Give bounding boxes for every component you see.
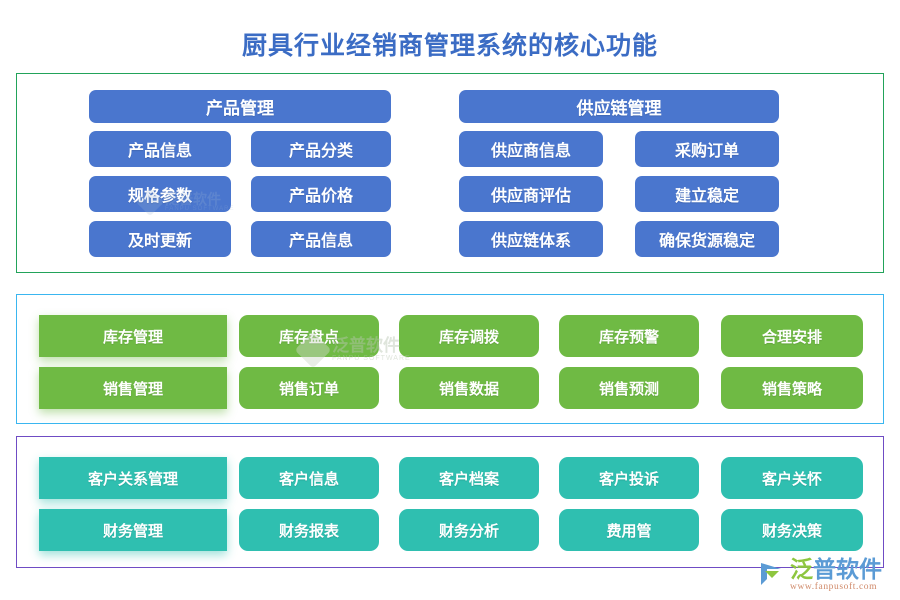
brand-logo: 泛普软件 www.fanpusoft.com [755, 557, 882, 592]
brand-name-first-char: 泛 [790, 555, 813, 582]
item-spec-parameters[interactable]: 规格参数 [89, 176, 231, 212]
item-ensure-stable-supply[interactable]: 确保货源稳定 [635, 221, 779, 257]
item-customer-archive[interactable]: 客户档案 [399, 457, 539, 499]
group-header-inventory-management[interactable]: 库存管理 [39, 315, 227, 357]
group-header-product-management[interactable]: 产品管理 [89, 90, 391, 123]
item-product-info-2[interactable]: 产品信息 [251, 221, 391, 257]
item-financial-report[interactable]: 财务报表 [239, 509, 379, 551]
item-sales-strategy[interactable]: 销售策略 [721, 367, 863, 409]
item-inventory-count[interactable]: 库存盘点 [239, 315, 379, 357]
item-inventory-transfer[interactable]: 库存调拨 [399, 315, 539, 357]
item-product-info-1[interactable]: 产品信息 [89, 131, 231, 167]
item-timely-update[interactable]: 及时更新 [89, 221, 231, 257]
fanpu-logo-icon [755, 559, 785, 589]
item-reasonable-arrangement[interactable]: 合理安排 [721, 315, 863, 357]
item-product-category[interactable]: 产品分类 [251, 131, 391, 167]
group-header-customer-relationship-management[interactable]: 客户关系管理 [39, 457, 227, 499]
group-header-finance-management[interactable]: 财务管理 [39, 509, 227, 551]
item-product-price[interactable]: 产品价格 [251, 176, 391, 212]
item-customer-info[interactable]: 客户信息 [239, 457, 379, 499]
item-inventory-alert[interactable]: 库存预警 [559, 315, 699, 357]
brand-name: 泛普软件 [790, 557, 882, 582]
section-crm-finance: 客户关系管理 客户信息 客户档案 客户投诉 客户关怀 财务管理 财务报表 财务分… [16, 436, 884, 568]
section-product-supply-chain: 产品管理 产品信息 产品分类 规格参数 产品价格 及时更新 产品信息 供应链管理… [16, 73, 884, 273]
item-expense-management[interactable]: 费用管 [559, 509, 699, 551]
item-customer-care[interactable]: 客户关怀 [721, 457, 863, 499]
item-supplier-evaluation[interactable]: 供应商评估 [459, 176, 603, 212]
item-establish-stability[interactable]: 建立稳定 [635, 176, 779, 212]
group-header-supply-chain-management[interactable]: 供应链管理 [459, 90, 779, 123]
item-sales-order[interactable]: 销售订单 [239, 367, 379, 409]
brand-name-rest: 普软件 [813, 555, 882, 582]
item-supply-chain-system[interactable]: 供应链体系 [459, 221, 603, 257]
item-supplier-info[interactable]: 供应商信息 [459, 131, 603, 167]
item-financial-analysis[interactable]: 财务分析 [399, 509, 539, 551]
page-title: 厨具行业经销商管理系统的核心功能 [241, 32, 658, 60]
item-sales-forecast[interactable]: 销售预测 [559, 367, 699, 409]
group-header-sales-management[interactable]: 销售管理 [39, 367, 227, 409]
item-sales-data[interactable]: 销售数据 [399, 367, 539, 409]
section-inventory-sales: 库存管理 库存盘点 库存调拨 库存预警 合理安排 销售管理 销售订单 销售数据 … [16, 294, 884, 424]
item-financial-decision[interactable]: 财务决策 [721, 509, 863, 551]
item-purchase-order[interactable]: 采购订单 [635, 131, 779, 167]
item-customer-complaint[interactable]: 客户投诉 [559, 457, 699, 499]
brand-url: www.fanpusoft.com [790, 581, 878, 592]
